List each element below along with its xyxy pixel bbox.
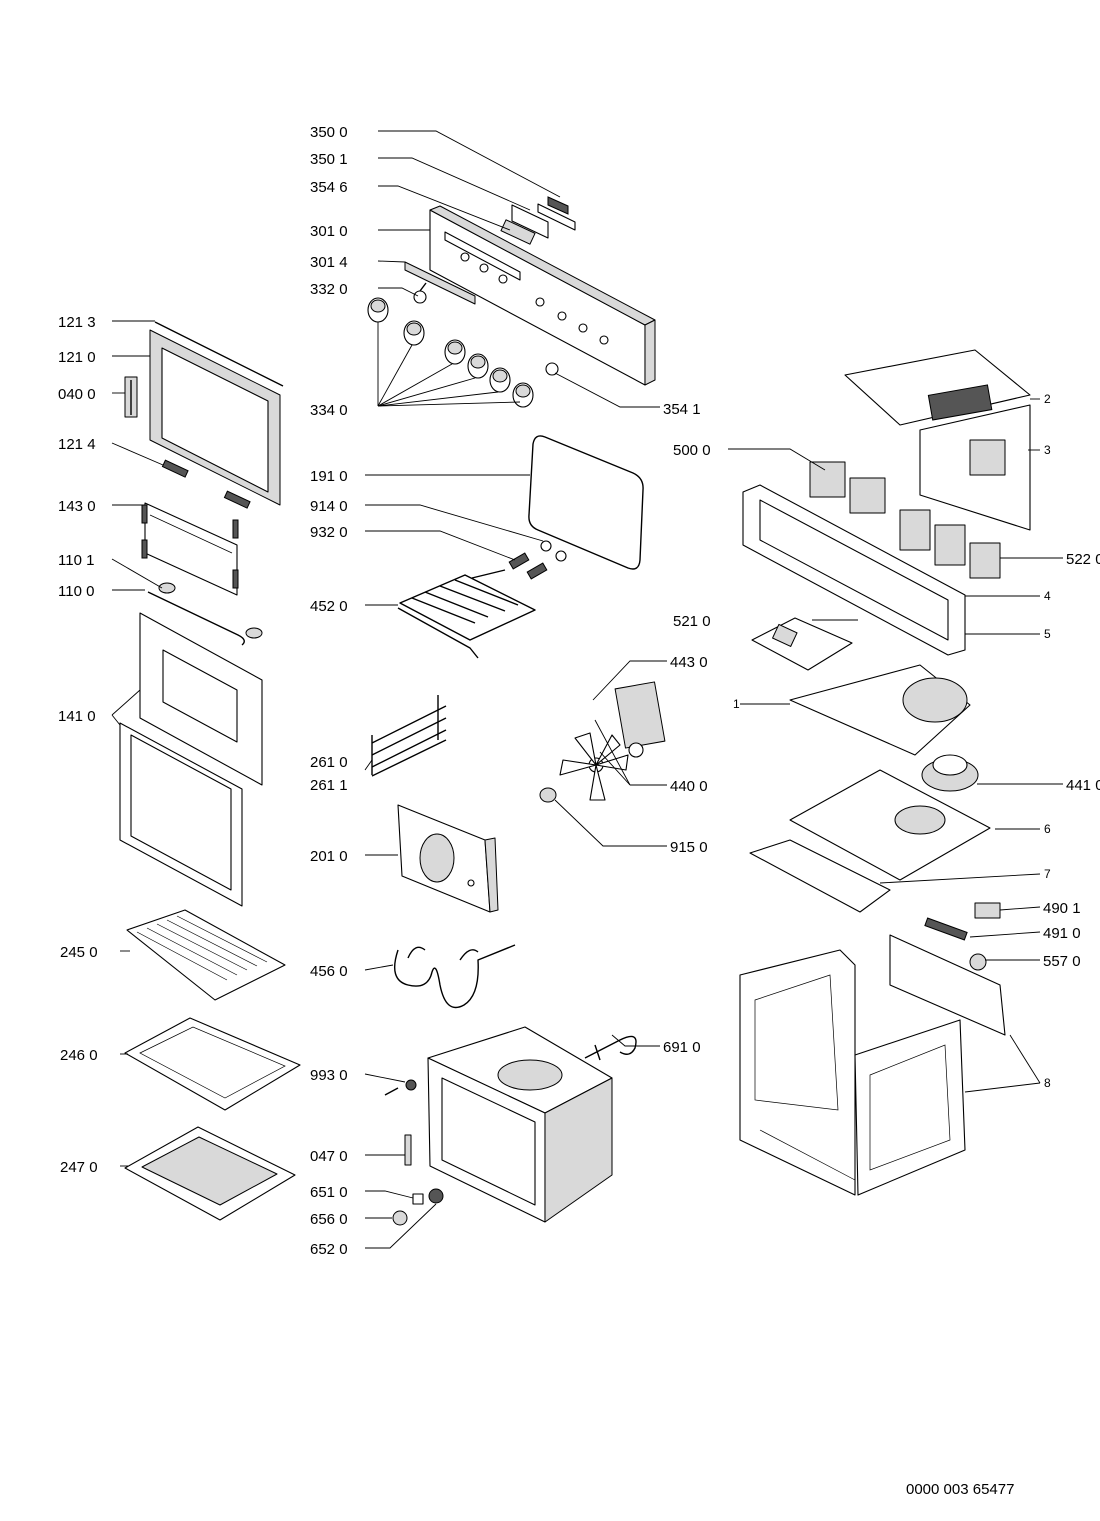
callout-3010: 301 0 bbox=[310, 223, 348, 240]
door-seal bbox=[528, 435, 644, 570]
insulation-top bbox=[789, 664, 971, 756]
screw bbox=[384, 1087, 399, 1096]
outer-door-glass bbox=[119, 612, 263, 907]
callout-4520: 452 0 bbox=[310, 598, 348, 615]
callout-1101: 110 1 bbox=[58, 552, 94, 569]
spring bbox=[508, 552, 530, 570]
callout-1210: 121 0 bbox=[58, 349, 96, 366]
callout-4910: 491 0 bbox=[1043, 925, 1081, 942]
shelf-rails bbox=[371, 695, 447, 777]
fan-motor bbox=[614, 681, 666, 758]
cooling-fan bbox=[921, 754, 979, 792]
callout-4430: 443 0 bbox=[670, 654, 708, 671]
callout-3014: 301 4 bbox=[310, 254, 348, 271]
document-number: 0000 003 65477 bbox=[906, 1481, 1015, 1498]
callout-2610: 261 0 bbox=[310, 754, 348, 771]
callout-7: 7 bbox=[1044, 867, 1051, 881]
callout-6510: 651 0 bbox=[310, 1184, 348, 1201]
oven-housing bbox=[739, 934, 1006, 1196]
deep-tray bbox=[124, 1126, 296, 1221]
callout-6520: 652 0 bbox=[310, 1241, 348, 1258]
fan-nut bbox=[539, 787, 557, 803]
callout-6560: 656 0 bbox=[310, 1211, 348, 1228]
rear-cover-assembly bbox=[844, 349, 1031, 531]
callout-9320: 932 0 bbox=[310, 524, 348, 541]
callout-9930: 993 0 bbox=[310, 1067, 348, 1084]
callout-1: 1 bbox=[733, 697, 740, 711]
callout-2: 2 bbox=[1044, 392, 1051, 406]
callout-3501: 350 1 bbox=[310, 151, 348, 168]
callout-6: 6 bbox=[1044, 822, 1051, 836]
oven-cavity bbox=[427, 1026, 613, 1223]
clock-module bbox=[500, 196, 576, 245]
callout-4410: 441 0 bbox=[1066, 777, 1100, 794]
oven-rack bbox=[126, 909, 286, 1001]
callout-3500: 350 0 bbox=[310, 124, 348, 141]
callout-2010: 201 0 bbox=[310, 848, 348, 865]
control-panel bbox=[429, 205, 656, 386]
electronic-board bbox=[751, 617, 853, 671]
callout-3320: 332 0 bbox=[310, 281, 348, 298]
rear-fan-cover bbox=[397, 804, 499, 913]
callout-1100: 110 0 bbox=[58, 583, 94, 600]
callout-5220: 522 0 bbox=[1066, 551, 1100, 568]
callout-3541: 354 1 bbox=[663, 401, 701, 418]
temperature-sensor bbox=[584, 1035, 637, 1061]
callout-1214: 121 4 bbox=[58, 436, 96, 453]
callout-8: 8 bbox=[1044, 1076, 1051, 1090]
fan-blade bbox=[559, 732, 629, 801]
callout-5570: 557 0 bbox=[1043, 953, 1081, 970]
callout-3340: 334 0 bbox=[310, 402, 348, 419]
callout-2460: 246 0 bbox=[60, 1047, 98, 1064]
callout-9140: 914 0 bbox=[310, 498, 348, 515]
callout-6910: 691 0 bbox=[663, 1039, 701, 1056]
inner-glass-panel bbox=[141, 502, 239, 596]
terminal-block bbox=[924, 917, 968, 941]
callout-1430: 143 0 bbox=[58, 498, 96, 515]
nut bbox=[540, 540, 552, 552]
callout-1213: 121 3 bbox=[58, 314, 96, 331]
callout-3: 3 bbox=[1044, 443, 1051, 457]
callout-1910: 191 0 bbox=[310, 468, 348, 485]
callout-1410: 141 0 bbox=[58, 708, 96, 725]
thermostat bbox=[969, 953, 987, 971]
bottom-heating-element bbox=[394, 944, 516, 1009]
door-bracket-right bbox=[223, 490, 251, 509]
callout-2611: 261 1 bbox=[310, 777, 348, 794]
leader-lines bbox=[111, 130, 1063, 1249]
callout-2470: 247 0 bbox=[60, 1159, 98, 1176]
door-handle bbox=[147, 582, 263, 646]
callout-4901: 490 1 bbox=[1043, 900, 1081, 917]
callout-4560: 456 0 bbox=[310, 963, 348, 980]
callout-3546: 354 6 bbox=[310, 179, 348, 196]
door-switch bbox=[974, 902, 1001, 919]
callout-4: 4 bbox=[1044, 589, 1051, 603]
callout-5: 5 bbox=[1044, 627, 1051, 641]
door-hinge bbox=[124, 376, 138, 418]
callout-9150: 915 0 bbox=[670, 839, 708, 856]
insulation-bottom bbox=[789, 769, 991, 881]
bottom-panel bbox=[749, 839, 891, 913]
callout-5210: 521 0 bbox=[673, 613, 711, 630]
callout-labels: 350 0 350 1 354 6 301 0 301 4 332 0 334 … bbox=[58, 124, 1100, 1258]
callout-0400: 040 0 bbox=[58, 386, 96, 403]
baking-tray bbox=[124, 1017, 301, 1111]
inner-door-frame bbox=[149, 321, 284, 506]
callout-0470: 047 0 bbox=[310, 1148, 348, 1165]
display-strip bbox=[404, 261, 476, 305]
callout-5000: 500 0 bbox=[673, 442, 711, 459]
door-bracket-left bbox=[161, 459, 189, 478]
callout-2450: 245 0 bbox=[60, 944, 98, 961]
oven-lamp bbox=[392, 1188, 444, 1226]
top-heating-element bbox=[397, 569, 536, 659]
door-lock bbox=[404, 1134, 412, 1166]
callout-4400: 440 0 bbox=[670, 778, 708, 795]
control-frame bbox=[742, 461, 1001, 656]
